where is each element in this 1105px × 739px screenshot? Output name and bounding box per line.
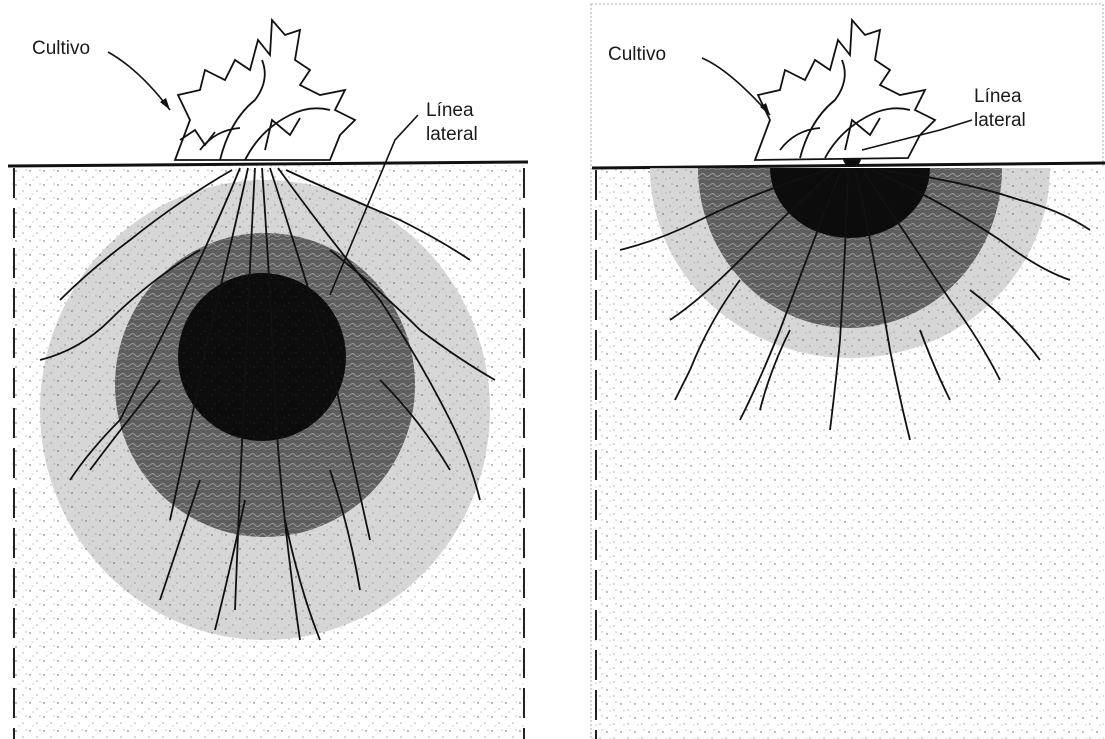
lateral-line-label-1: Línea (974, 86, 1022, 108)
surface-drip-diagram: Cultivo Línea lateral (590, 0, 1105, 739)
lateral-line-label-2: lateral (426, 124, 478, 146)
crop-label: Cultivo (608, 44, 666, 66)
lateral-line-label-2: lateral (974, 110, 1026, 132)
crop-label: Cultivo (32, 38, 90, 60)
crop-pointer (702, 58, 770, 115)
crop-pointer (108, 52, 170, 110)
crop-plant (175, 20, 355, 160)
surface-drip-drawing (590, 0, 1105, 739)
lateral-line-label-1: Línea (426, 100, 474, 122)
subsurface-drip-diagram: Cultivo Línea lateral (0, 0, 545, 739)
